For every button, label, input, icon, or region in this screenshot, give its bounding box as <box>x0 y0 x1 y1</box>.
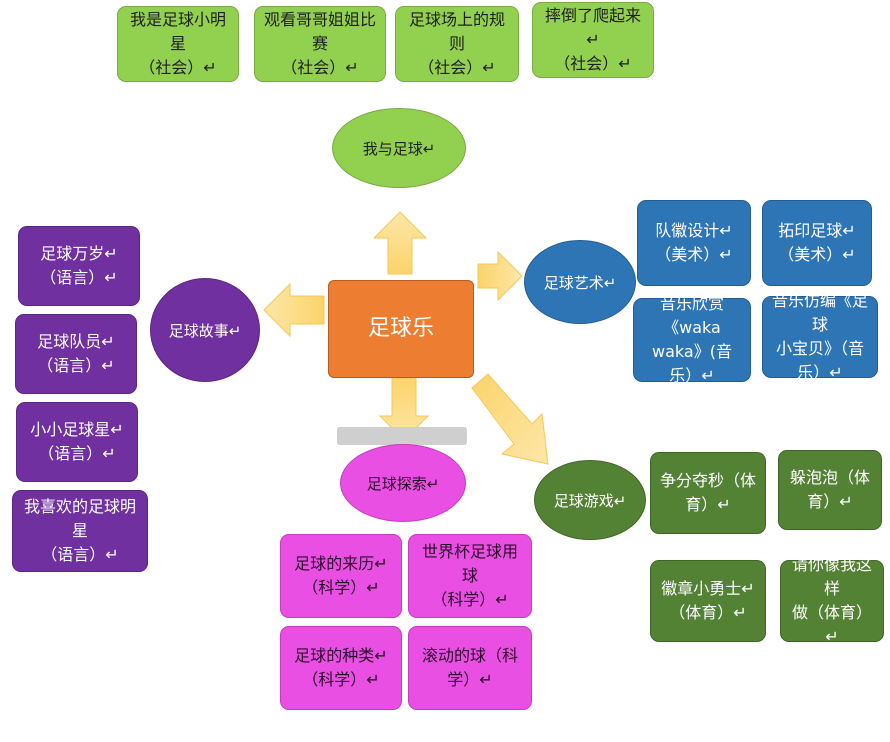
arrow-up-icon <box>372 211 428 275</box>
hub-art: 足球艺术↵ <box>524 240 636 324</box>
art-item-1: 队徽设计↵（美术）↵ <box>637 200 751 286</box>
games-item-4: 请你像我这样做（体育）↵ <box>780 555 884 646</box>
center-label: 足球乐 <box>367 316 434 341</box>
games-item-1: 争分夺秒（体育）↵ <box>650 452 766 534</box>
social-item-2: 观看哥哥姐姐比赛（社会）↵ <box>254 6 386 82</box>
arrow-down-icon <box>378 377 430 441</box>
hub-explore: 足球探索↵ <box>340 444 466 522</box>
divider-bar <box>337 427 467 445</box>
story-item-3: 小小足球星↵（语言）↵ <box>16 402 138 482</box>
story-item-4: 我喜欢的足球明星（语言）↵ <box>12 490 148 572</box>
story-item-2: 足球队员↵（语言）↵ <box>15 314 137 394</box>
games-item-2: 躲泡泡（体育）↵ <box>778 450 882 530</box>
explore-item-2: 世界杯足球用球（科学）↵ <box>408 534 532 618</box>
art-item-2: 拓印足球↵（美术）↵ <box>762 200 872 286</box>
social-item-3: 足球场上的规则（社会）↵ <box>395 6 519 82</box>
story-item-1: 足球万岁↵（语言）↵ <box>18 226 140 306</box>
social-item-4: 摔倒了爬起来↵（社会）↵ <box>532 2 654 78</box>
games-item-3: 徽章小勇士↵（体育）↵ <box>650 560 766 642</box>
arrow-left-icon <box>263 282 325 338</box>
explore-item-3: 足球的种类↵（科学）↵ <box>280 626 402 710</box>
hub-story: 足球故事↵ <box>150 278 260 382</box>
art-item-4: 音乐仿编《足球小宝贝》（音乐）↵ <box>762 291 878 382</box>
social-item-1: 我是足球小明星（社会）↵ <box>117 6 239 82</box>
hub-games: 足球游戏↵ <box>534 460 646 540</box>
explore-item-1: 足球的来历↵（科学）↵ <box>280 534 402 618</box>
arrow-right-icon <box>477 250 523 302</box>
hub-me-and-football: 我与足球↵ <box>332 108 466 188</box>
arrow-down-right-icon <box>471 373 549 465</box>
center-node: 足球乐 <box>328 280 474 378</box>
explore-item-4: 滚动的球（科学）↵ <box>408 626 532 710</box>
